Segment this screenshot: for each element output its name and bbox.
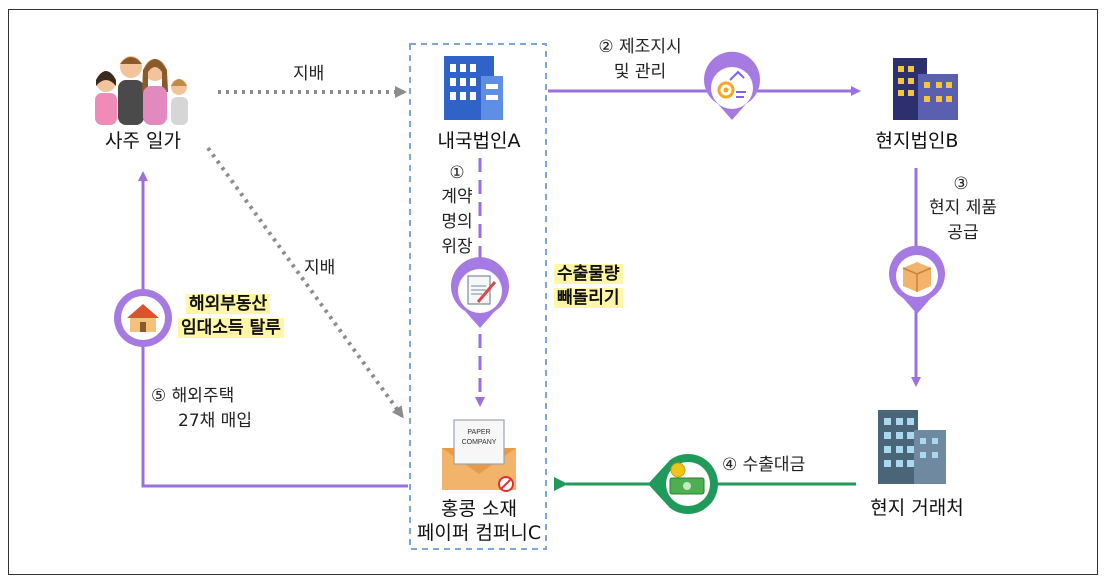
step1-label-1: 계약 <box>441 187 473 207</box>
control-diag-label: 지배 <box>304 258 336 278</box>
step5-label-1: ⑤ 해외주택 <box>151 386 235 406</box>
step3-marker: ③ <box>953 174 969 194</box>
rental-highlight-text-2: 임대소득 탈루 <box>178 318 284 338</box>
product-box-pin-icon <box>889 245 945 314</box>
house-pin-icon <box>114 289 172 347</box>
corp-b-building-icon <box>893 58 958 120</box>
export-highlight-2: 빼돌리기 <box>554 288 623 309</box>
corp-a-building-icon <box>444 56 503 120</box>
corp-b-label: 현지법인B <box>875 130 959 152</box>
step5-arrow <box>138 171 408 488</box>
money-pin-icon <box>648 454 718 515</box>
control-arrow-diagonal <box>206 146 404 419</box>
management-pin-icon <box>704 51 761 120</box>
corp-group-box <box>409 43 547 550</box>
step1-marker: ① <box>449 163 465 183</box>
paper-text: PAPER <box>467 429 490 436</box>
rental-highlight-text-1: 해외부동산 <box>186 294 271 314</box>
corp-a-label: 내국법인A <box>437 130 521 152</box>
paper-company-envelope-icon: PAPER COMPANY <box>442 419 516 492</box>
rental-highlight-1: 해외부동산 <box>186 294 271 315</box>
step1-label-2: 명의 <box>441 212 473 232</box>
step4-label: ④ 수출대금 <box>722 455 806 475</box>
step5-label-2: 27채 매입 <box>178 411 252 431</box>
step2-label-2: 및 관리 <box>613 62 667 82</box>
paper-company-label-1: 홍콩 소재 <box>441 498 517 520</box>
company-text: COMPANY <box>462 439 497 446</box>
buyer-label: 현지 거래처 <box>870 497 964 519</box>
control-top-label: 지배 <box>293 64 325 84</box>
step3-label-1: 현지 제품 <box>929 198 997 218</box>
rental-highlight-2: 임대소득 탈루 <box>178 318 284 339</box>
step3-label-2: 공급 <box>947 223 979 243</box>
family-people-icon <box>95 56 188 125</box>
paper-company-label-2: 페이퍼 컴퍼니C <box>416 522 542 544</box>
step2-label-1: ② 제조지시 <box>598 37 682 57</box>
buyer-building-icon <box>878 410 946 484</box>
export-highlight-text-1: 수출물량 <box>554 264 623 284</box>
export-highlight-text-2: 빼돌리기 <box>554 288 623 308</box>
step1-label-3: 위장 <box>441 237 473 257</box>
export-highlight-1: 수출물량 <box>554 264 623 285</box>
diagram-border <box>8 9 1098 575</box>
family-label: 사주 일가 <box>105 130 181 152</box>
contract-pin-icon <box>451 257 509 328</box>
